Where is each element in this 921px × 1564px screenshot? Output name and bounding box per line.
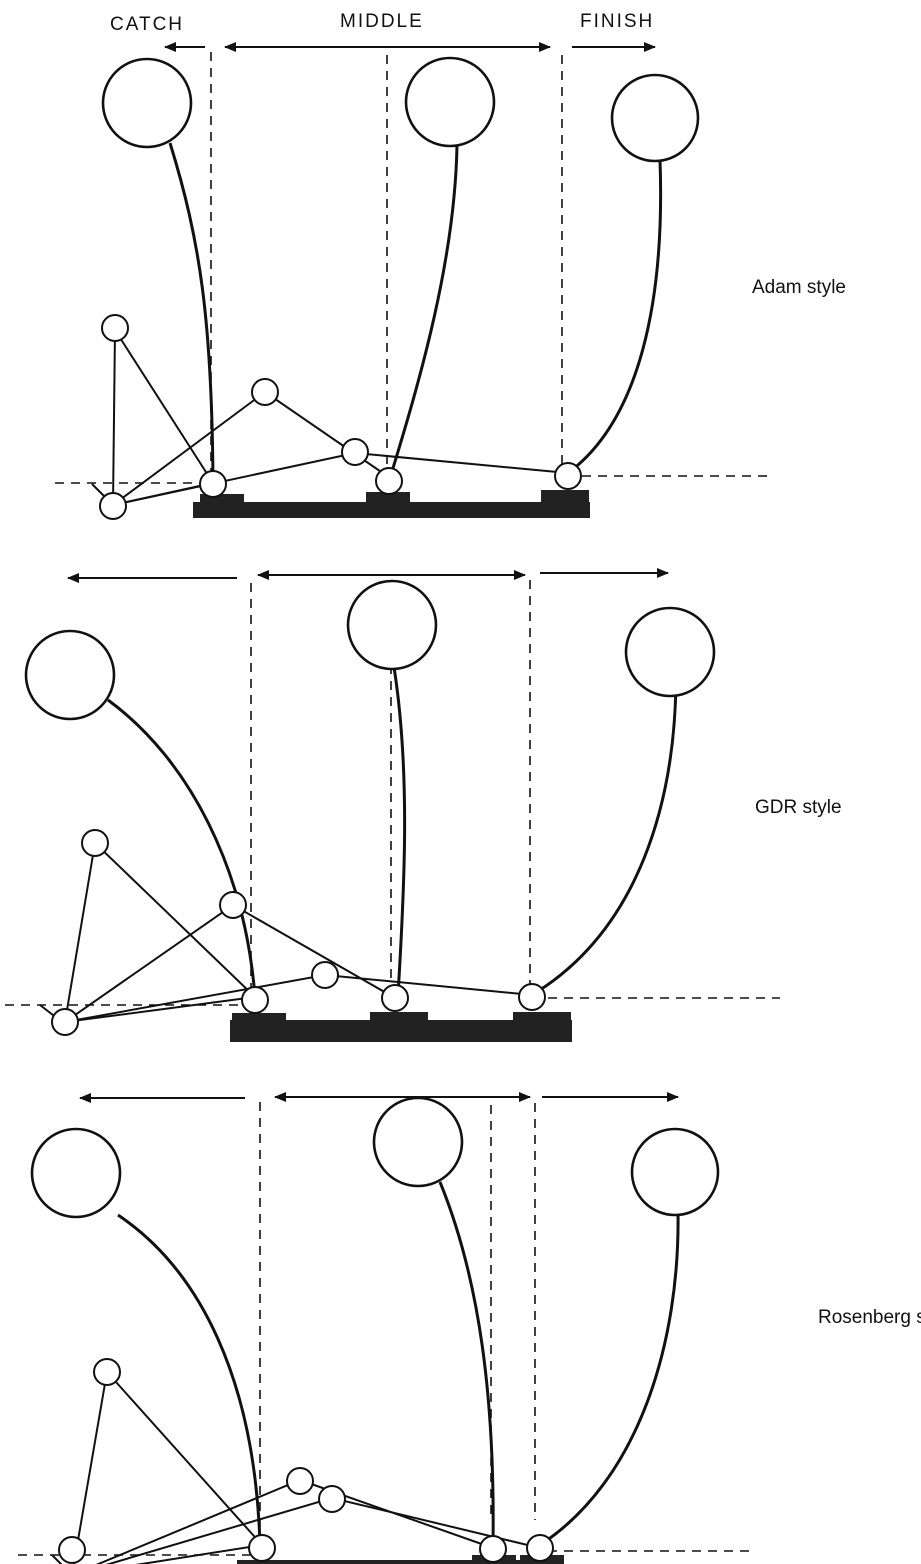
seat-block — [513, 1012, 571, 1022]
boat-base — [193, 502, 590, 518]
joint-marker — [101, 314, 129, 342]
rower-leg-finish — [112, 451, 569, 506]
joint-marker — [251, 378, 279, 406]
rower-head — [346, 579, 438, 671]
joint-marker — [341, 438, 369, 466]
phase-label-catch: CATCH — [110, 14, 184, 35]
rower-body-catch — [117, 1213, 262, 1546]
foot-mark — [51, 1554, 63, 1564]
rower-body-catch — [168, 142, 215, 484]
rower-leg-finish — [64, 973, 533, 1023]
phase-label-finish: FINISH — [580, 11, 654, 32]
joint-marker — [219, 891, 247, 919]
joint-marker — [99, 492, 127, 520]
rower-body-middle — [392, 666, 407, 996]
rower-leg-catch — [111, 326, 214, 507]
rower-head — [372, 1096, 464, 1188]
rower-body-middle — [388, 144, 459, 479]
joint-marker — [518, 983, 546, 1011]
joint-marker — [248, 1534, 276, 1562]
panel-adam-style: Adam style — [55, 42, 846, 520]
rower-leg-catch — [72, 1369, 263, 1564]
joint-marker — [526, 1534, 554, 1562]
panel-gdr-style: GDR style — [5, 568, 842, 1042]
joint-marker — [554, 462, 582, 490]
joint-marker — [81, 829, 109, 857]
rower-head — [404, 56, 496, 148]
style-label-gdr: GDR style — [755, 797, 842, 818]
joint-marker — [51, 1008, 79, 1036]
rower-head — [624, 606, 716, 698]
rower-head — [610, 73, 700, 163]
rower-head — [630, 1127, 720, 1217]
joint-marker — [199, 470, 227, 498]
rower-body-middle — [438, 1181, 495, 1546]
rower-body-finish — [567, 159, 663, 475]
joint-marker — [311, 961, 339, 989]
joint-marker — [375, 467, 403, 495]
joint-marker — [286, 1467, 314, 1495]
rower-head — [24, 629, 116, 721]
joint-marker — [479, 1535, 507, 1563]
rower-body-catch — [107, 698, 257, 998]
joint-marker — [381, 984, 409, 1012]
rower-leg-finish — [105, 1496, 541, 1564]
phase-label-middle: MIDDLE — [340, 11, 424, 32]
style-label-adam: Adam style — [752, 277, 846, 298]
boat-base — [237, 1560, 562, 1564]
seat-block — [232, 1013, 286, 1023]
rower-body-finish — [531, 679, 678, 997]
panel-rosenberg-style: Rosenberg sty — [18, 1092, 921, 1564]
seat-block — [541, 490, 589, 504]
rower-head — [30, 1127, 122, 1219]
seat-block — [200, 494, 244, 504]
rower-head — [101, 57, 193, 149]
joint-marker — [318, 1485, 346, 1513]
joint-marker — [58, 1536, 86, 1564]
joint-marker — [93, 1358, 121, 1386]
rower-body-finish — [539, 1211, 680, 1547]
rower-leg-catch — [63, 840, 256, 1024]
boat-base — [230, 1020, 572, 1042]
seat-block — [366, 492, 410, 504]
style-label-rosenberg: Rosenberg sty — [818, 1307, 921, 1328]
seat-block — [370, 1012, 428, 1022]
joint-marker — [241, 986, 269, 1014]
